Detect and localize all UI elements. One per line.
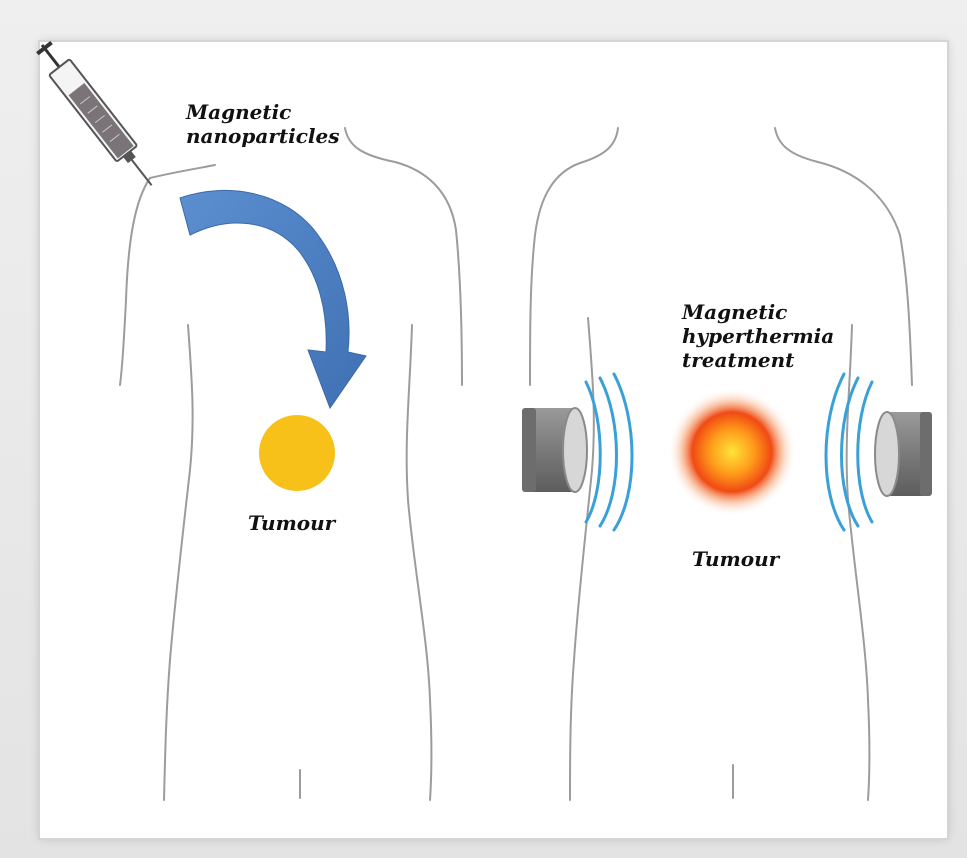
treatment-label-line3: treatment bbox=[682, 348, 834, 372]
injection-label-line1: Magnetic bbox=[186, 100, 339, 124]
treatment-label-line2: hyperthermia bbox=[682, 324, 834, 348]
injection-label-line2: nanoparticles bbox=[186, 124, 339, 148]
treatment-label: Magnetic hyperthermia treatment bbox=[682, 300, 834, 372]
magnetic-field-waves-right bbox=[826, 374, 872, 530]
magnet-coil-icon bbox=[875, 412, 932, 496]
right-tumour-label: Tumour bbox=[692, 547, 779, 571]
heated-tumour-circle bbox=[668, 388, 796, 516]
syringe-icon bbox=[32, 37, 162, 193]
treatment-label-line1: Magnetic bbox=[682, 300, 834, 324]
magnet-coil-icon bbox=[522, 408, 587, 492]
delivery-arrow bbox=[180, 190, 366, 408]
left-tumour-label: Tumour bbox=[248, 511, 335, 535]
tumour-circle bbox=[259, 415, 335, 491]
injection-label: Magnetic nanoparticles bbox=[186, 100, 339, 148]
